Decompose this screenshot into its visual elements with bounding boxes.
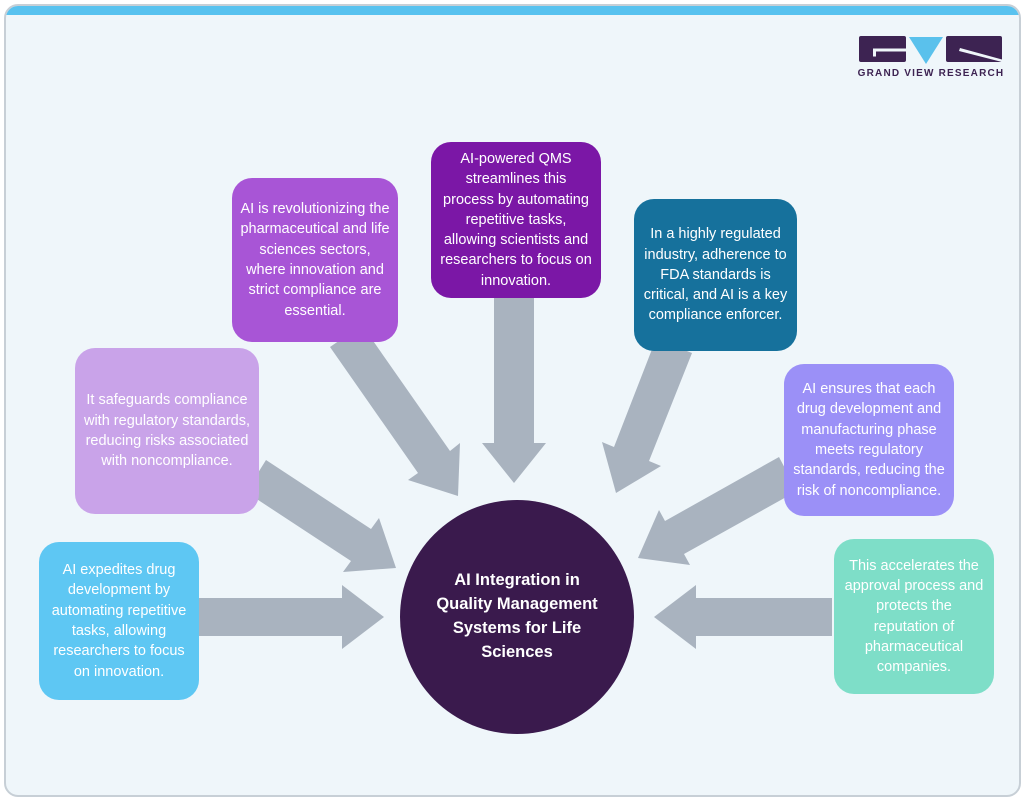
node-box-fda: In a highly regulated industry, adherenc…	[634, 199, 797, 351]
node-text: It safeguards compliance with regulatory…	[83, 392, 251, 470]
brand-name: GRAND VIEW RESEARCH	[857, 68, 1005, 79]
logo-g-block	[859, 36, 906, 62]
arrow-fda-to-hub	[602, 339, 692, 493]
hub-circle: AI Integration in Quality Management Sys…	[400, 500, 634, 734]
content-panel: It safeguards compliance with regulatory…	[4, 4, 1021, 797]
node-text: This accelerates the approval process an…	[844, 557, 984, 676]
arrow-safeguards-to-hub	[246, 460, 396, 572]
arrow-qms-to-hub	[482, 296, 546, 483]
node-text: AI is revolutionizing the pharmaceutical…	[240, 201, 390, 319]
top-accent-bar	[6, 6, 1019, 15]
node-text: AI ensures that each drug development an…	[793, 381, 945, 499]
node-box-accelerates: This accelerates the approval process an…	[834, 539, 994, 694]
arrow-revolutionizing-to-hub	[330, 325, 460, 496]
node-text: AI-powered QMS streamlines this process …	[440, 150, 592, 289]
hub-title: AI Integration in Quality Management Sys…	[436, 571, 598, 661]
node-box-revolutionizing: AI is revolutionizing the pharmaceutical…	[232, 178, 398, 342]
logo-v-icon	[909, 37, 943, 64]
logo-r-block	[946, 36, 1002, 62]
node-box-ensures: AI ensures that each drug development an…	[784, 364, 954, 516]
arrow-expedites-to-hub	[199, 585, 384, 649]
node-box-safeguards: It safeguards compliance with regulatory…	[75, 348, 259, 514]
arrow-accelerates-to-hub	[654, 585, 832, 649]
arrow-ensures-to-hub	[638, 457, 797, 565]
node-box-expedites: AI expedites drug development by automat…	[39, 542, 199, 700]
connector-arrows-layer	[199, 296, 832, 649]
node-box-qms: AI-powered QMS streamlines this process …	[431, 142, 601, 298]
node-text: In a highly regulated industry, adherenc…	[643, 226, 788, 324]
gvr-logo	[859, 36, 1002, 64]
node-text: AI expedites drug development by automat…	[51, 562, 187, 680]
